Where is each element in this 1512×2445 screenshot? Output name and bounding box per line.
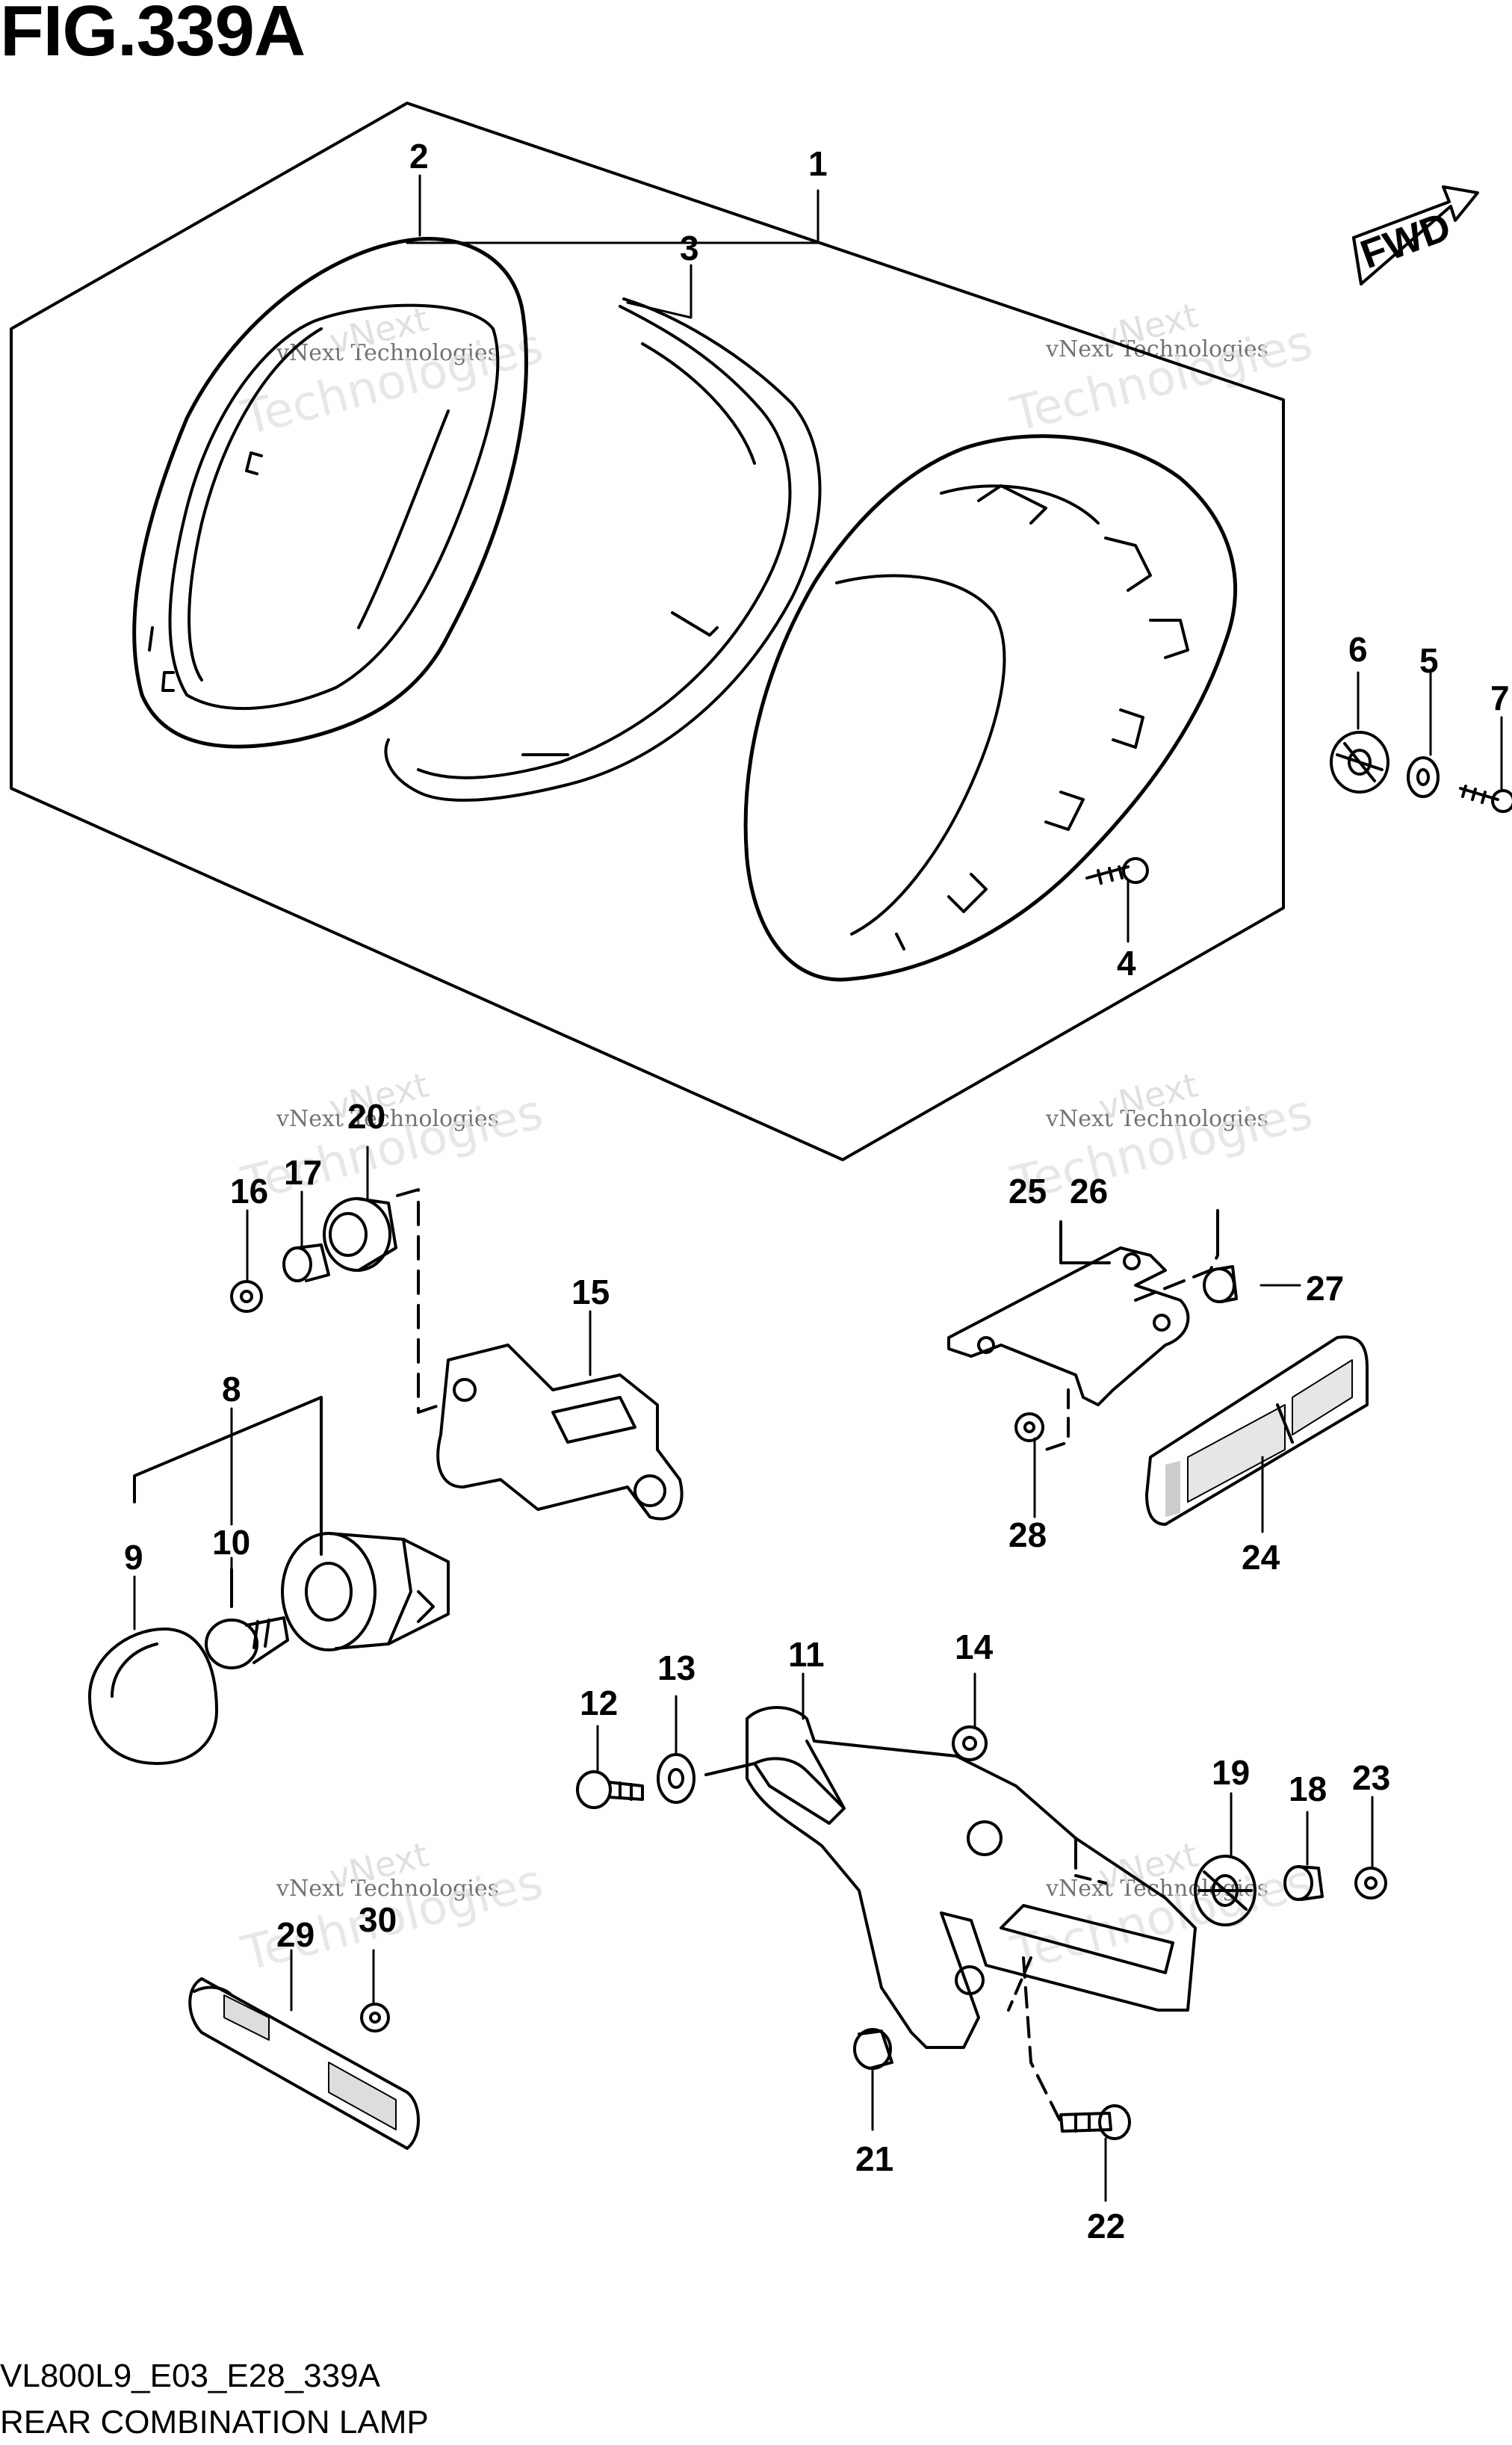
figure-caption: REAR COMBINATION LAMP	[0, 2404, 429, 2441]
watermark: vNext vNext Technologies Technologies	[237, 1064, 548, 1213]
grommet-part	[1330, 731, 1389, 794]
figure-code: VL800L9_E03_E28_339A	[0, 2358, 380, 2394]
nut-part	[360, 2003, 390, 2033]
nut-part	[1014, 1412, 1044, 1442]
callout-5: 5	[1419, 641, 1439, 680]
callout-4: 4	[1117, 944, 1136, 983]
fwd-arrow-icon: FWD	[1352, 185, 1479, 285]
callout-7: 7	[1490, 679, 1510, 717]
collar-part	[1283, 1865, 1324, 1901]
turn-signal-lens-part	[88, 1628, 218, 1765]
bolt-part	[1203, 1265, 1238, 1303]
callout-26: 26	[1070, 1172, 1108, 1211]
callout-11: 11	[788, 1635, 825, 1674]
screw-part	[1459, 785, 1512, 813]
watermark: vNext vNext Technologies Technologies	[237, 1834, 548, 1982]
callout-12: 12	[580, 1684, 618, 1722]
nut-part	[952, 1725, 988, 1761]
callout-17: 17	[284, 1153, 322, 1192]
callout-9: 9	[124, 1538, 143, 1577]
callout-20: 20	[347, 1097, 385, 1136]
callout-labels: 1 2 3 4 5 6 7 8 9 10 11 12 13 14 15 16 1…	[124, 137, 1510, 2245]
collar-part	[282, 1243, 330, 1282]
rear-reflector-part	[188, 1977, 420, 2150]
callout-14: 14	[955, 1628, 994, 1666]
watermark: vNext vNext Technologies Technologies	[1006, 1064, 1318, 1213]
reflector-bracket-part	[947, 1246, 1190, 1406]
callout-8: 8	[222, 1370, 241, 1409]
grommet-part	[1194, 1855, 1257, 1926]
callout-25: 25	[1008, 1172, 1047, 1211]
washer-part	[1407, 756, 1440, 798]
callout-24: 24	[1242, 1538, 1280, 1577]
socket-housing-part	[281, 1532, 450, 1651]
callout-23: 23	[1352, 1758, 1390, 1797]
callout-28: 28	[1008, 1515, 1047, 1554]
bulb-part	[205, 1616, 289, 1669]
callout-19: 19	[1212, 1753, 1250, 1792]
main-bracket-part	[746, 1706, 1197, 2049]
lens-cover-part	[132, 237, 528, 749]
callout-13: 13	[657, 1648, 695, 1687]
gasket-part	[384, 297, 822, 802]
callout-22: 22	[1087, 2207, 1125, 2245]
callout-15: 15	[571, 1273, 610, 1311]
callout-27: 27	[1306, 1269, 1344, 1308]
figure-title: FIG.339A	[0, 0, 306, 71]
side-reflector-part	[1145, 1335, 1369, 1526]
lamp-housing-part	[743, 434, 1237, 982]
callout-16: 16	[230, 1172, 268, 1211]
bracket-part	[436, 1344, 684, 1521]
grommet-part	[323, 1197, 397, 1272]
callout-6: 6	[1348, 630, 1368, 669]
callout-10: 10	[212, 1523, 250, 1562]
nut-part	[230, 1280, 263, 1313]
assembly-outline	[10, 102, 1285, 1161]
callout-29: 29	[276, 1915, 315, 1954]
callout-18: 18	[1289, 1769, 1327, 1808]
screw-part	[1085, 857, 1149, 885]
callout-1: 1	[808, 144, 828, 183]
callout-2: 2	[409, 137, 429, 176]
collar-part	[853, 2028, 893, 2070]
nut-part	[1354, 1867, 1387, 1900]
watermark: vNext vNext Technologies Technologies	[237, 298, 548, 447]
callout-3: 3	[680, 229, 699, 268]
leader-lines	[133, 174, 1503, 2202]
fwd-label: FWD	[1355, 204, 1457, 277]
callout-30: 30	[359, 1900, 397, 1939]
bolt-part	[576, 1770, 644, 1809]
callout-21: 21	[855, 2139, 893, 2178]
bolt-part	[1059, 2104, 1131, 2140]
washer-part	[657, 1753, 695, 1804]
